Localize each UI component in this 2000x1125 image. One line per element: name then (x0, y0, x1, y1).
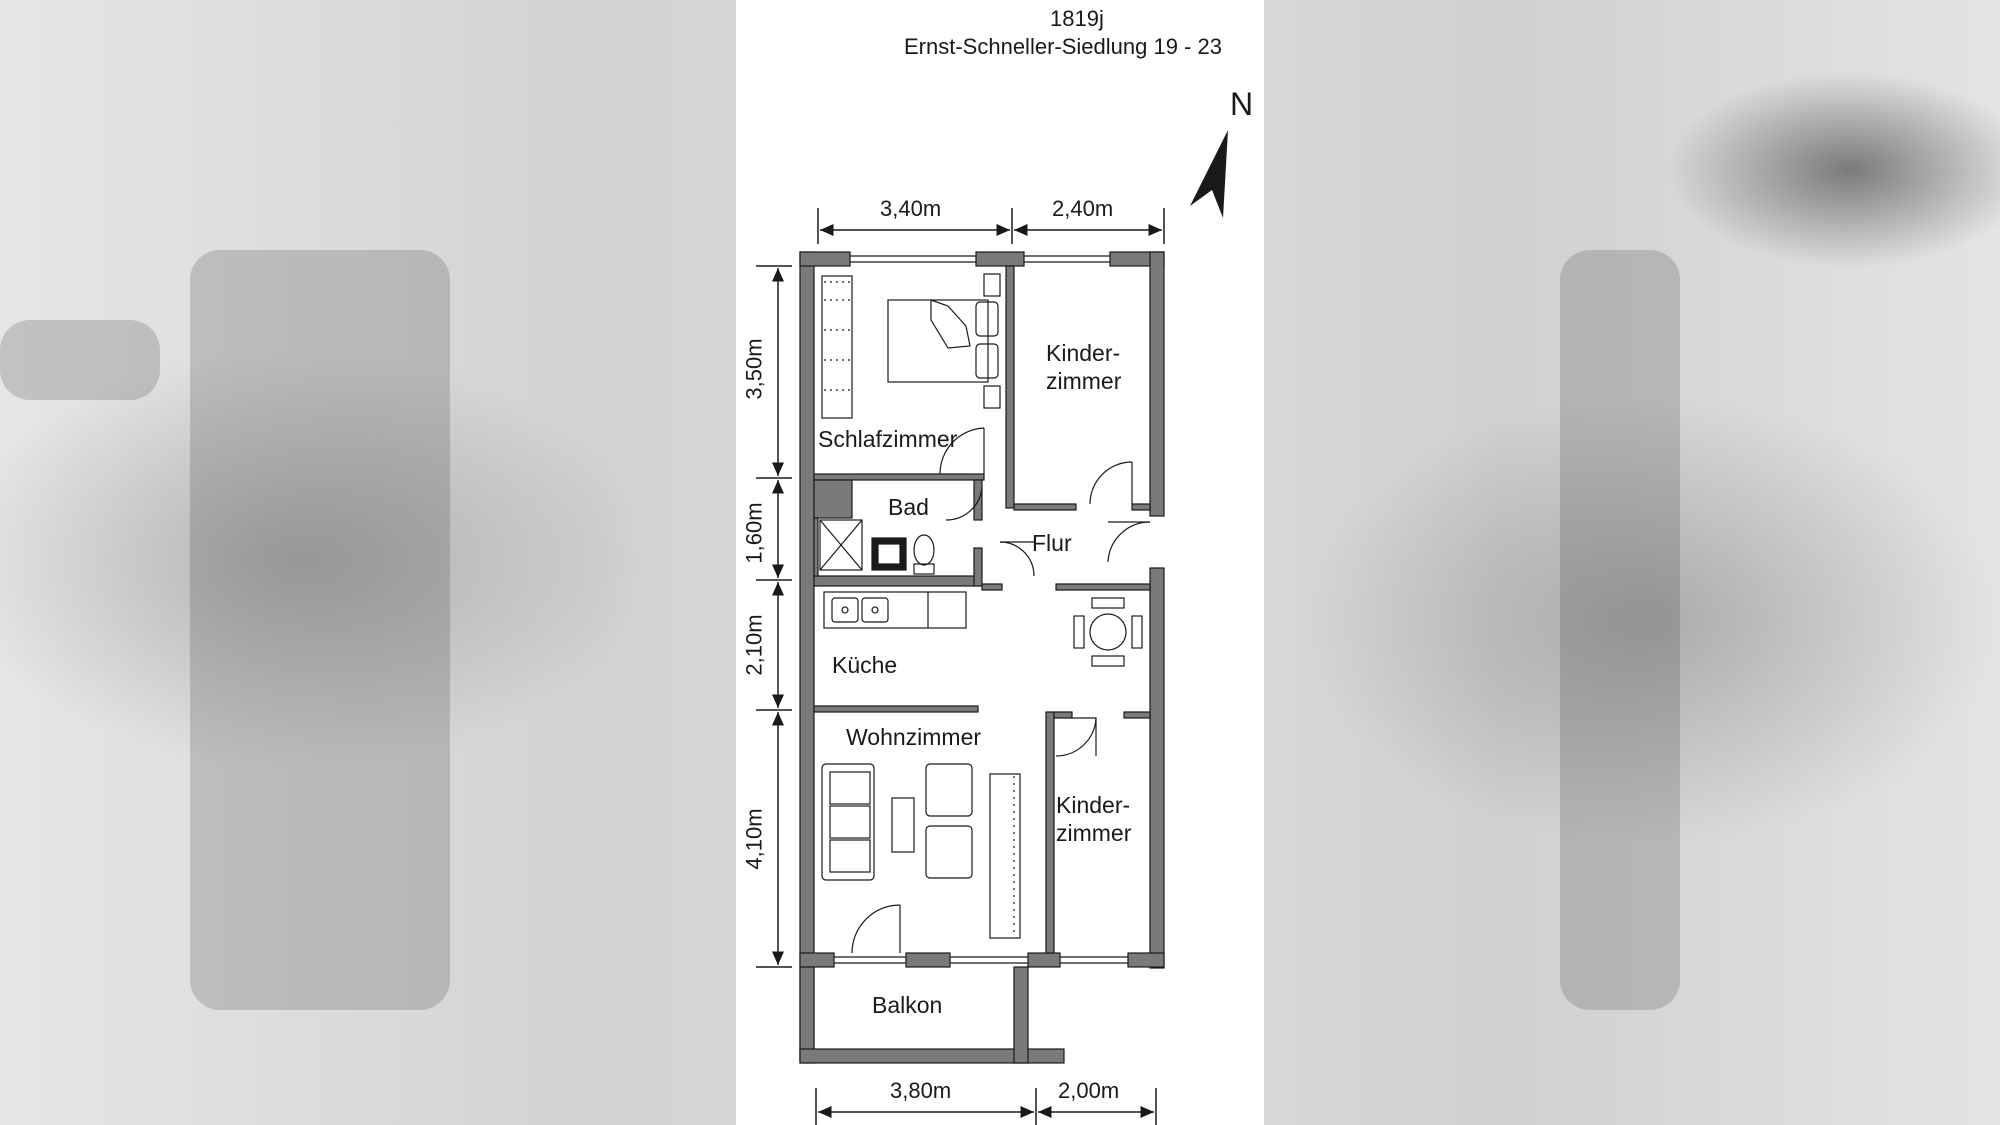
dimension-lines-bottom (815, 1088, 1157, 1125)
room-label-kueche: Küche (832, 652, 898, 678)
room-label-kinderzimmer-top-line2: zimmer (1046, 368, 1122, 394)
living-room-furniture (821, 763, 1021, 939)
dim-bottom-left: 3,80m (890, 1078, 952, 1103)
room-label-schlafzimmer: Schlafzimmer (818, 426, 958, 452)
dim-left-4: 4,10m (741, 808, 767, 870)
bedroom-furniture (821, 273, 1001, 419)
blurred-shape (0, 320, 160, 400)
room-label-bad: Bad (888, 494, 929, 520)
interior-walls (813, 265, 1151, 954)
dim-bottom-right: 2,00m (1058, 1078, 1120, 1103)
windows (834, 255, 1128, 964)
room-label-wohnzimmer: Wohnzimmer (846, 724, 982, 750)
north-arrow-icon (1190, 130, 1228, 218)
room-label-kinderzimmer-bottom-line1: Kinder- (1056, 792, 1131, 818)
room-label-flur: Flur (1032, 530, 1072, 556)
dim-left-2: 1,60m (741, 502, 767, 564)
outer-walls (799, 251, 1165, 1064)
north-label: N (1230, 86, 1254, 122)
plan-address: Ernst-Schneller-Siedlung 19 - 23 (904, 34, 1222, 59)
dining-table (1073, 597, 1143, 667)
dimension-lines-left (756, 265, 792, 968)
dimension-lines-top (817, 208, 1165, 244)
room-label-kinderzimmer-top-line1: Kinder- (1046, 340, 1121, 366)
kitchen-fixtures (823, 591, 967, 629)
blurred-shape (1560, 250, 1680, 1010)
floor-plan-panel: 1819j Ernst-Schneller-Siedlung 19 - 23 N… (736, 0, 1264, 1125)
floor-plan-drawing (756, 130, 1228, 1125)
dim-top-right: 2,40m (1052, 196, 1114, 221)
dim-top-left: 3,40m (880, 196, 942, 221)
doors (851, 427, 1151, 954)
dim-left-1: 3,50m (741, 338, 767, 400)
blurred-shape (190, 250, 450, 1010)
room-label-kinderzimmer-bottom-line2: zimmer (1056, 820, 1132, 846)
room-label-balkon: Balkon (872, 992, 943, 1018)
dim-left-3: 2,10m (741, 614, 767, 676)
plan-code: 1819j (1050, 6, 1104, 31)
bathroom-fixtures (813, 479, 935, 577)
